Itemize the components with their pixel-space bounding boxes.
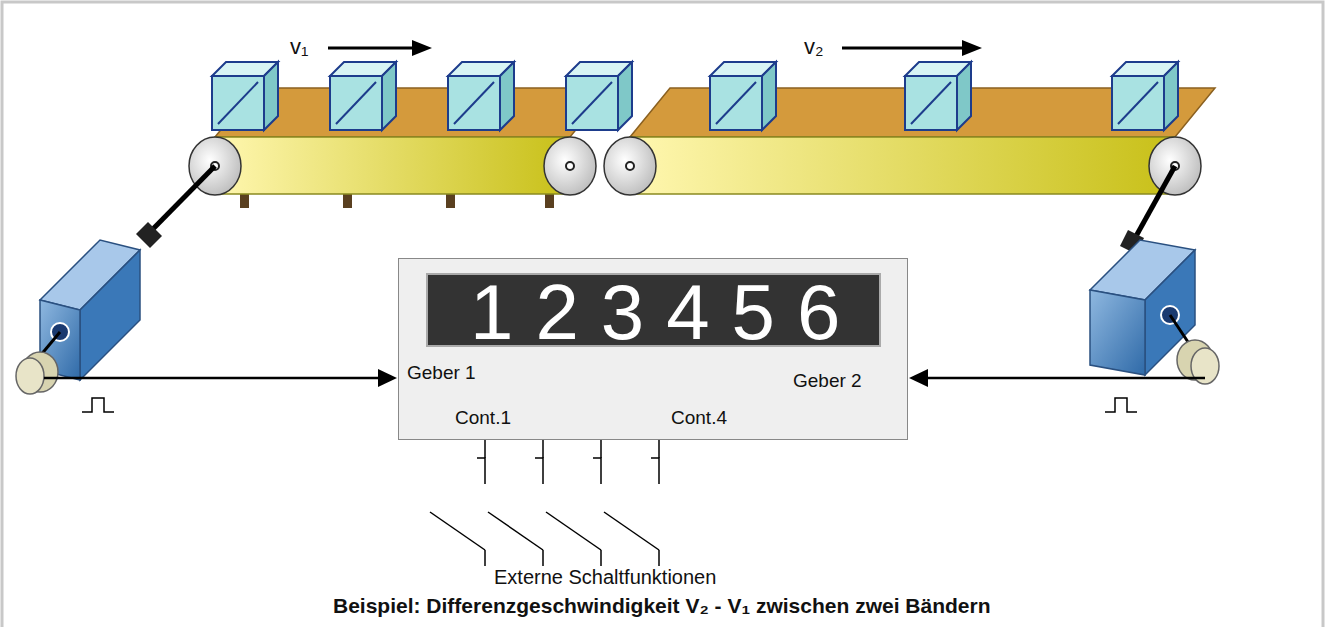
belt-1 [189,62,632,208]
caption: Beispiel: Differenzgeschwindigkeit V₂ - … [333,594,991,618]
contact-label: Cont.1 [455,408,511,427]
speed-arrow [328,40,982,56]
speed-label: v₂ [804,34,824,59]
note-label: Externe Schaltfunktionen [494,566,716,589]
belt-2 [604,62,1215,195]
motor-right [1090,166,1219,412]
input-label: Geber 2 [793,371,862,390]
switch-symbol [430,440,659,566]
display: 123456 [426,273,881,347]
speed-label: v₁ [290,34,308,59]
motor-left [16,166,215,412]
input-label: Geber 1 [407,363,476,382]
display-digits: 123456 [470,273,862,351]
contact-label: Cont.4 [671,408,727,427]
counter-device: Geber 1 Geber 2 Cont.1 Cont.4 123456 [398,258,908,440]
